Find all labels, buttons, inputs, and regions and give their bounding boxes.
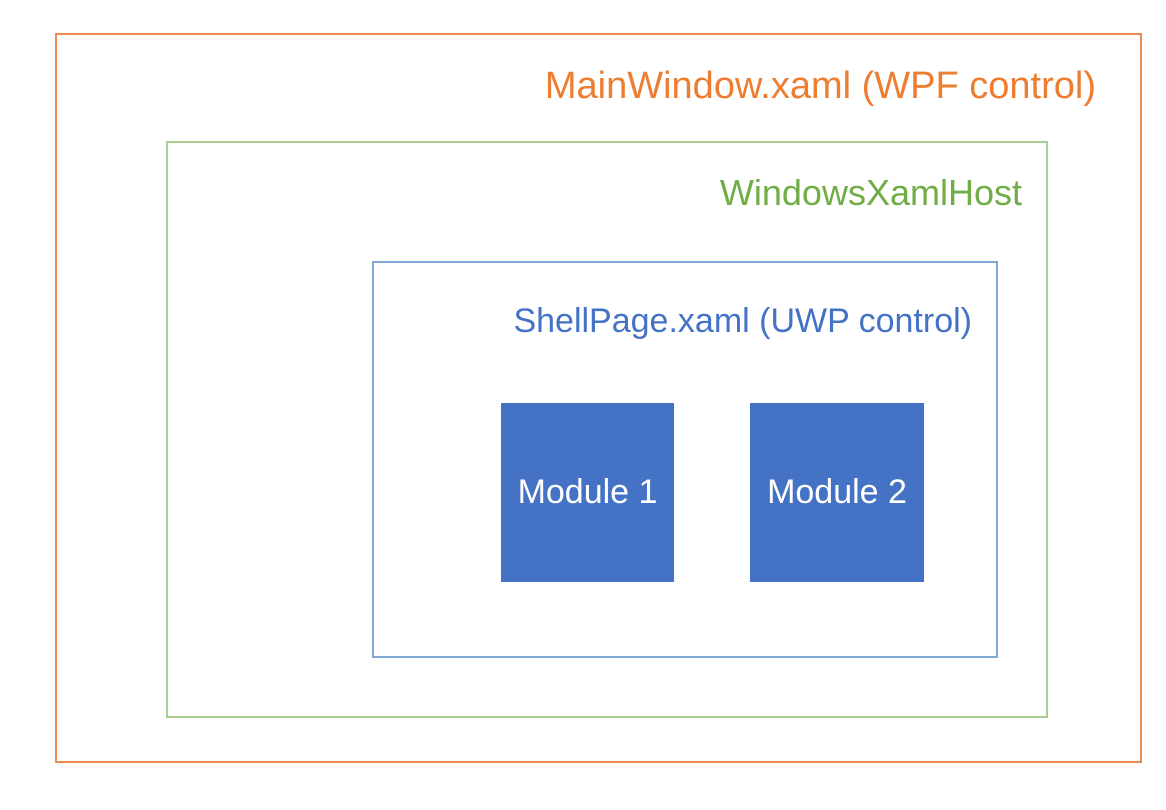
module-block-1: Module 1	[501, 403, 674, 582]
layer-box-windowsxamlhost	[166, 141, 1048, 718]
module-block-1-label: Module 1	[517, 472, 658, 511]
module-block-2: Module 2	[750, 403, 924, 582]
layer-label-shellpage: ShellPage.xaml (UWP control)	[513, 302, 972, 340]
module-block-2-label: Module 2	[767, 472, 907, 511]
layer-label-mainwindow: MainWindow.xaml (WPF control)	[544, 65, 1096, 107]
layer-box-mainwindow	[55, 33, 1142, 763]
layer-label-windowsxamlhost: WindowsXamlHost	[719, 172, 1022, 213]
layer-box-shellpage	[372, 261, 998, 658]
